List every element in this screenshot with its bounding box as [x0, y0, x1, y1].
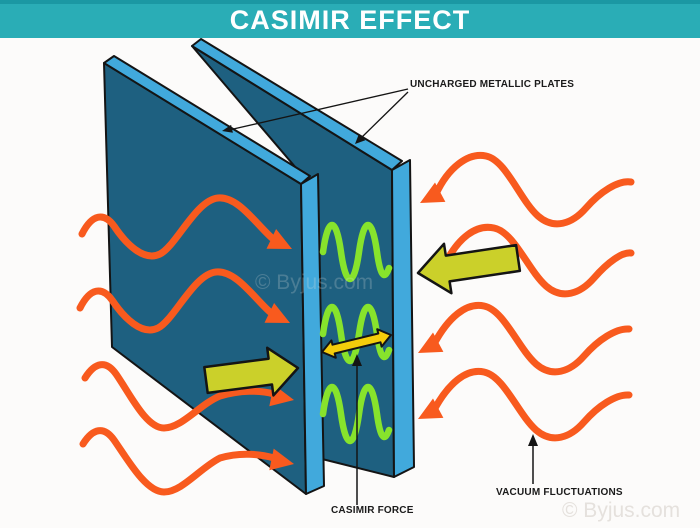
force-arrow-left-icon — [416, 242, 522, 295]
inner-wave-3 — [319, 384, 393, 444]
left-vacuum-waves — [76, 194, 278, 496]
title-banner: CASIMIR EFFECT — [0, 0, 700, 38]
inward-force-arrows — [203, 242, 522, 397]
label-casimir-force: CASIMIR FORCE — [331, 505, 414, 516]
arrowhead-right-icon — [264, 303, 290, 323]
vacuum-wave-left-2 — [76, 268, 274, 334]
arrowhead-up-icon — [528, 434, 538, 446]
force-arrow-right-icon — [203, 346, 300, 397]
vacuum-wave-left-1 — [78, 194, 276, 260]
right-plate — [191, 38, 415, 478]
right-plate-side-edge — [391, 159, 415, 478]
pointer-line — [359, 91, 409, 140]
label-vacuum-fluctuations: VACUUM FLUCTUATIONS — [496, 487, 623, 498]
vacuum-wave-right-1 — [432, 151, 635, 228]
left-plate-top-edge — [103, 55, 311, 185]
arrowhead-icon — [355, 133, 366, 144]
vacuum-wave-left-4 — [79, 427, 278, 496]
gap-double-arrow-icon — [321, 328, 392, 359]
watermark-faint: © Byjus.com — [255, 271, 374, 294]
plates-pointers — [222, 88, 409, 144]
right-vacuum-waves — [430, 151, 635, 442]
page-title: CASIMIR EFFECT — [229, 4, 471, 35]
pointer-line — [228, 88, 409, 131]
arrowhead-up-icon — [352, 354, 362, 366]
right-plate-top-edge — [191, 38, 403, 171]
arrowhead-left-icon — [418, 398, 444, 419]
inner-wave-1 — [319, 222, 393, 282]
left-plate-side-edge — [300, 173, 325, 495]
inner-wave-2 — [319, 304, 393, 364]
vacuum-fluctuations-pointer — [528, 434, 538, 484]
right-vacuum-wave-arrowheads — [418, 182, 446, 419]
arrowhead-left-icon — [420, 182, 446, 203]
arrowhead-left-icon — [418, 332, 444, 353]
watermark: © Byjus.com — [562, 499, 681, 522]
vacuum-wave-right-3 — [430, 301, 633, 376]
vacuum-wave-right-4 — [430, 367, 633, 442]
casimir-force-pointer — [352, 354, 362, 505]
arrowhead-icon — [222, 124, 233, 133]
vacuum-wave-left-3 — [81, 361, 278, 432]
arrowhead-right-icon — [266, 229, 292, 249]
vacuum-wave-right-2 — [441, 223, 635, 298]
label-uncharged-metallic-plates: UNCHARGED METALLIC PLATES — [410, 79, 575, 90]
arrowhead-right-icon — [269, 448, 294, 471]
between-plate-waves — [319, 222, 393, 444]
